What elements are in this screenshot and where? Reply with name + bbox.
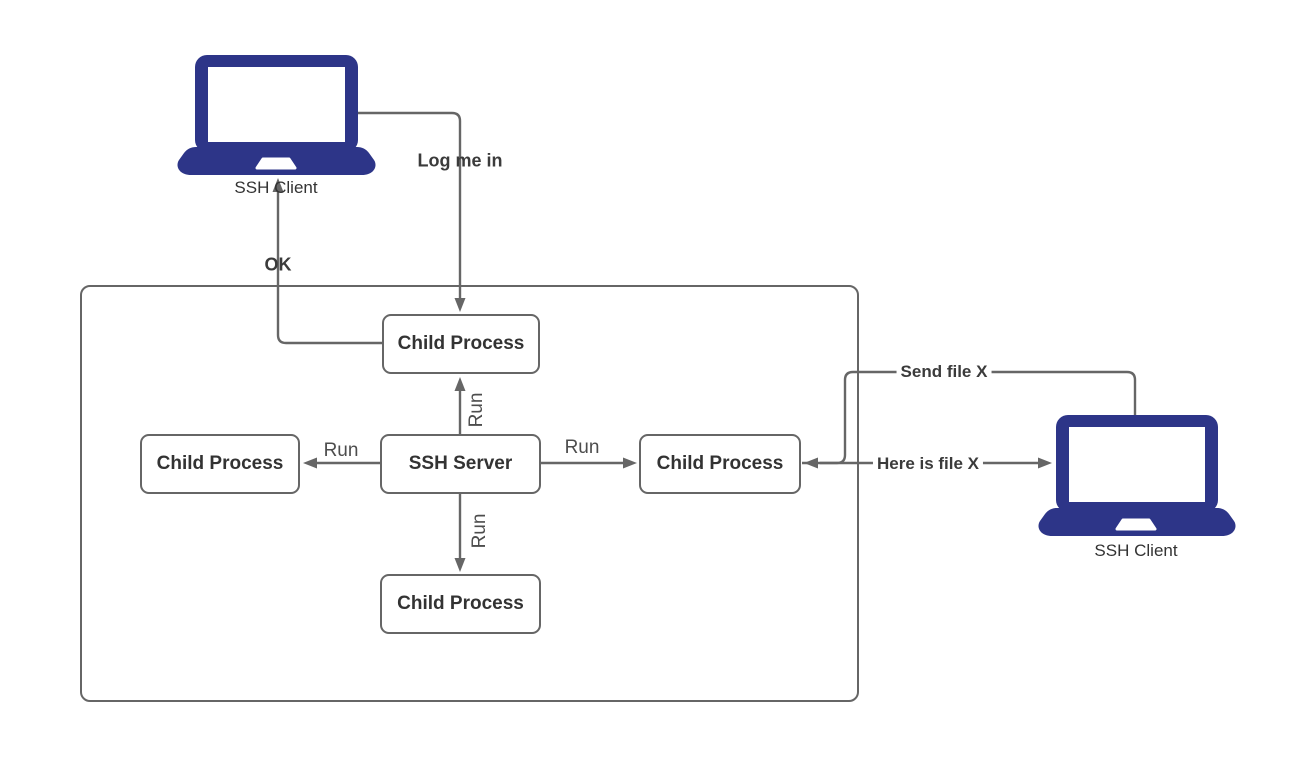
arrowheads (272, 178, 1052, 572)
node-child-process-left: Child Process (140, 434, 300, 494)
laptop-icon (1038, 415, 1236, 536)
arrowhead-down-icon (454, 298, 466, 312)
edge-label-here-is-file-x: Here is file X (872, 454, 984, 474)
edge-label-run-bottom: Run (469, 513, 490, 549)
arrowhead-down-icon (454, 558, 466, 572)
client-label-right: SSH Client (1094, 541, 1178, 560)
edge-label-run-left: Run (323, 440, 359, 461)
edge-label-run-right: Run (564, 437, 600, 458)
edge-label-ok: OK (264, 254, 292, 275)
edge-ok (276, 192, 382, 345)
node-child-process-bottom: Child Process (380, 574, 541, 634)
edge-log-me-in (358, 111, 462, 298)
edge-label-run-top: Run (466, 392, 487, 428)
laptop-icon (177, 55, 376, 175)
edge-send-file-x (820, 370, 1137, 465)
node-child-process-right: Child Process (639, 434, 801, 494)
arrowhead-up-icon (454, 377, 466, 391)
arrowhead-right-icon (623, 457, 637, 469)
server-boundary-box (80, 285, 859, 702)
edge-label-log-me-in: Log me in (417, 150, 503, 171)
arrowhead-up-icon (272, 178, 284, 192)
arrowhead-left-icon (804, 457, 818, 469)
client-label-left: SSH Client (234, 178, 318, 197)
arrowhead-right-icon (1038, 457, 1052, 469)
arrowhead-left-icon (303, 457, 317, 469)
node-child-process-top: Child Process (382, 314, 540, 374)
edge-label-send-file-x: Send file X (896, 362, 992, 382)
node-ssh-server: SSH Server (380, 434, 541, 494)
